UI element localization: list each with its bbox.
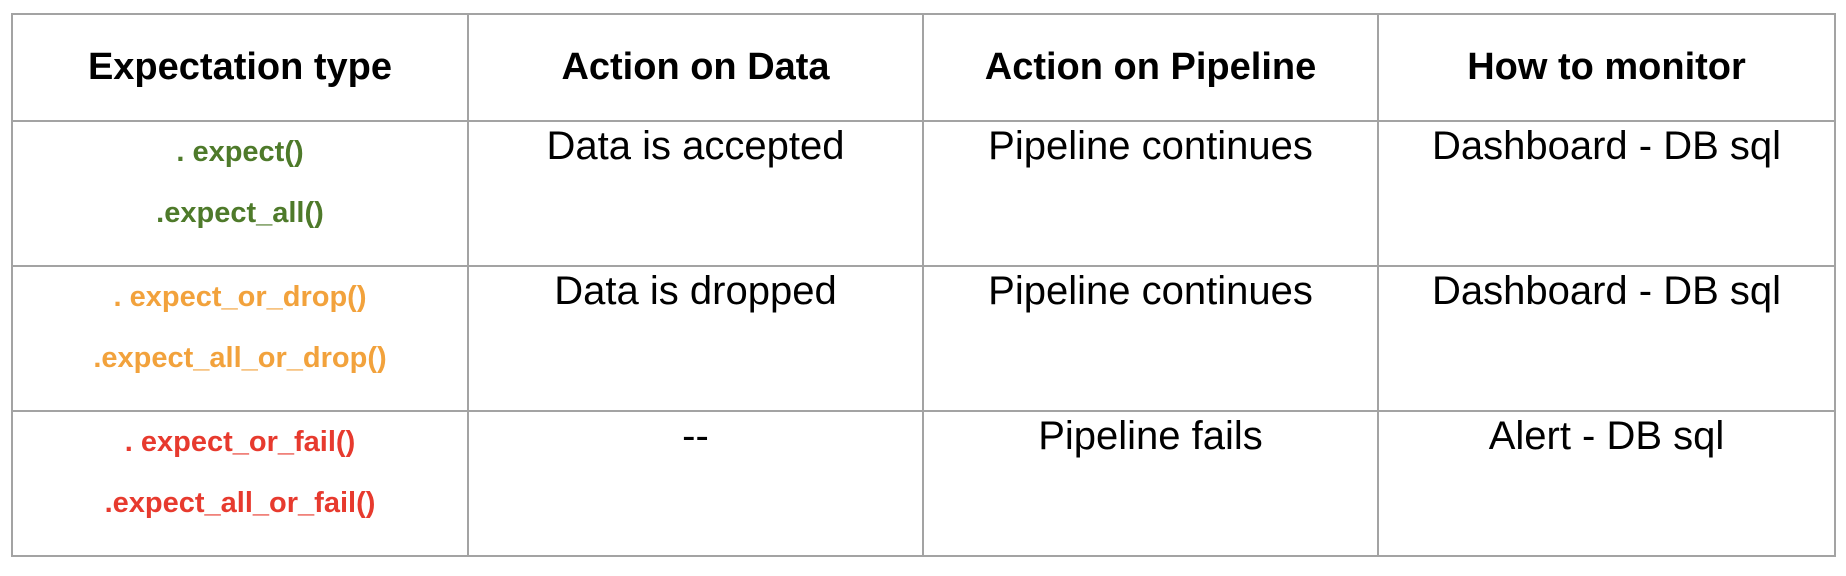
action-on-pipeline-cell: Pipeline fails — [922, 410, 1379, 557]
action-on-data-cell: -- — [467, 410, 924, 557]
method-name: . expect_or_drop() — [113, 281, 367, 313]
method-name: . expect_or_fail() — [124, 426, 356, 458]
expectation-type-cell: . expect_or_drop() .expect_all_or_drop() — [11, 265, 469, 412]
table-row: . expect() .expect_all() Data is accepte… — [11, 120, 1836, 267]
how-to-monitor-cell: Dashboard - DB sql — [1377, 265, 1836, 412]
expectation-type-cell: . expect() .expect_all() — [11, 120, 469, 267]
action-on-data-cell: Data is accepted — [467, 120, 924, 267]
header-how-to-monitor: How to monitor — [1377, 13, 1836, 122]
header-expectation-type: Expectation type — [11, 13, 469, 122]
how-to-monitor-cell: Dashboard - DB sql — [1377, 120, 1836, 267]
expectations-table: Expectation type Action on Data Action o… — [11, 13, 1836, 557]
table-header-row: Expectation type Action on Data Action o… — [11, 13, 1836, 122]
table-row: . expect_or_fail() .expect_all_or_fail()… — [11, 410, 1836, 557]
header-action-on-pipeline: Action on Pipeline — [922, 13, 1379, 122]
action-on-pipeline-cell: Pipeline continues — [922, 265, 1379, 412]
method-name: . expect() — [176, 136, 304, 168]
action-on-pipeline-cell: Pipeline continues — [922, 120, 1379, 267]
method-name: .expect_all() — [156, 197, 324, 229]
method-name: .expect_all_or_fail() — [104, 487, 376, 519]
table-row: . expect_or_drop() .expect_all_or_drop()… — [11, 265, 1836, 412]
method-name: .expect_all_or_drop() — [93, 342, 387, 374]
expectation-type-cell: . expect_or_fail() .expect_all_or_fail() — [11, 410, 469, 557]
action-on-data-cell: Data is dropped — [467, 265, 924, 412]
how-to-monitor-cell: Alert - DB sql — [1377, 410, 1836, 557]
header-action-on-data: Action on Data — [467, 13, 924, 122]
